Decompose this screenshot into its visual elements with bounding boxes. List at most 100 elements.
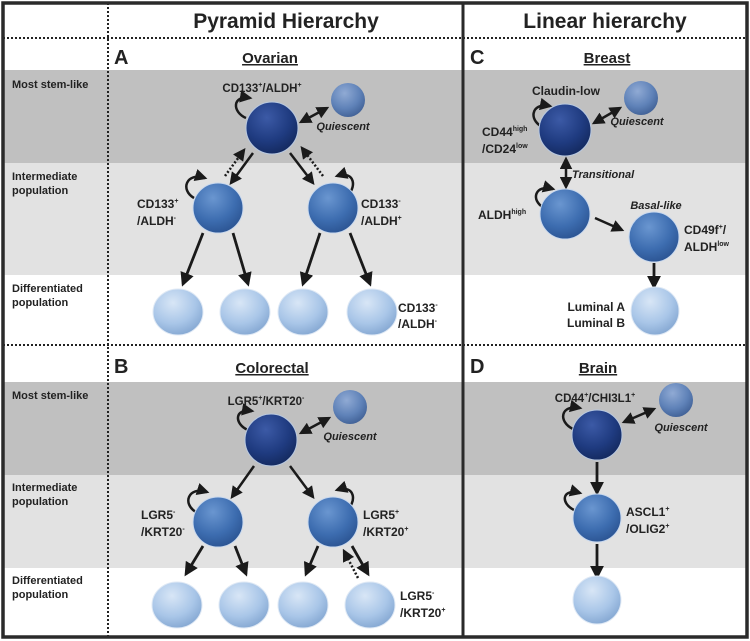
row-label-differentiated-top-2: population <box>12 297 68 309</box>
self-renewal-arrow <box>234 90 253 120</box>
intermediate-right-label-2: /KRT20+ <box>363 525 408 539</box>
differentiated-cell <box>630 286 680 336</box>
row-label-differentiated-bottom-1: Differentiated <box>12 575 83 587</box>
differentiation-arrow <box>289 152 315 185</box>
differentiation-arrow <box>303 545 320 577</box>
intermediate-right-label: CD133- <box>361 197 401 211</box>
quiescent-cell <box>624 81 658 115</box>
stem-label: CD44high <box>482 125 527 139</box>
stem-label-2: /CD24low <box>482 142 528 156</box>
differentiation-arrow <box>233 545 249 577</box>
panel-c-breast: C Breast Claudin-low Quiescent CD44high … <box>470 47 730 336</box>
differentiated-label-2: /ALDH- <box>398 317 438 331</box>
header-linear: Linear hierarchy <box>523 10 687 33</box>
differentiation-arrow <box>180 232 205 287</box>
panel-c-title: Breast <box>584 50 631 67</box>
intermediate-cell <box>572 493 622 543</box>
panel-a-stem-label: CD133+/ALDH+ <box>222 82 301 95</box>
panel-c-letter: C <box>470 47 484 69</box>
dedifferentiation-arrow-dotted <box>223 147 246 177</box>
intermediate-cell-left <box>192 496 244 548</box>
differentiation-arrow <box>231 232 252 287</box>
differentiated-label: CD133- <box>398 301 438 315</box>
band-intermediate-bottom <box>3 475 747 568</box>
differentiated-cell <box>277 581 329 629</box>
claudin-low-label: Claudin-low <box>532 84 601 98</box>
stem-cell <box>571 409 623 461</box>
differentiated-cell <box>344 581 396 629</box>
quiescent-label: Quiescent <box>323 431 378 443</box>
panel-b-title: Colorectal <box>235 360 308 377</box>
intermediate-cell-right <box>307 182 359 234</box>
header-pyramid: Pyramid Hierarchy <box>193 10 379 33</box>
bidirectional-arrow <box>621 407 657 424</box>
differentiated-label-2: /KRT20+ <box>400 606 445 620</box>
self-renewal-arrow <box>563 484 583 512</box>
intermediate-cell-left <box>192 182 244 234</box>
band-stem-top <box>3 70 747 163</box>
differentiation-arrow <box>288 465 315 500</box>
panel-b-letter: B <box>114 356 128 378</box>
bidirectional-arrow <box>298 416 332 435</box>
panel-a-letter: A <box>114 47 128 69</box>
bidirectional-arrow <box>591 106 623 125</box>
stem-cell <box>244 413 298 467</box>
quiescent-label: Quiescent <box>316 121 371 133</box>
row-label-stem-bottom: Most stem-like <box>12 390 88 402</box>
self-renewal-arrow <box>562 399 583 431</box>
row-label-stem-top: Most stem-like <box>12 79 88 91</box>
row-label-intermediate-top-1: Intermediate <box>12 171 77 183</box>
stem-cell <box>538 103 592 157</box>
dedifferentiation-arrow-dotted <box>300 146 324 177</box>
intermediate-left-label: LGR5- <box>141 508 176 522</box>
differentiated-cell <box>277 288 329 336</box>
panel-b-colorectal: B Colorectal LGR5+/KRT20- Quiescent LGR5… <box>114 356 445 629</box>
luminal-b-label: Luminal B <box>567 316 625 330</box>
basal-like-cell <box>628 211 680 263</box>
quiescent-label: Quiescent <box>654 422 709 434</box>
intermediate-cell-right <box>307 496 359 548</box>
quiescent-cell <box>659 383 693 417</box>
intermediate-left-label-2: /ALDH- <box>137 214 177 228</box>
panel-d-letter: D <box>470 356 484 378</box>
luminal-a-label: Luminal A <box>567 300 625 314</box>
differentiated-cell <box>152 288 204 336</box>
differentiated-cell <box>346 288 398 336</box>
differentiation-arrow <box>299 232 322 287</box>
intermediate-label-2: /OLIG2+ <box>626 522 669 536</box>
stem-cell <box>245 101 299 155</box>
row-label-intermediate-top-2: population <box>12 185 68 197</box>
self-renewal-arrow <box>236 403 255 432</box>
transitional-label: Transitional <box>572 169 635 181</box>
quiescent-cell <box>331 83 365 117</box>
differentiation-arrow <box>348 232 373 287</box>
panel-a-title: Ovarian <box>242 50 298 67</box>
quiescent-label: Quiescent <box>610 116 665 128</box>
self-renewal-arrow <box>187 483 210 514</box>
differentiation-arrow <box>230 465 256 500</box>
band-intermediate-top <box>3 163 747 275</box>
basal-label: CD49f+/ <box>684 223 727 237</box>
row-label-differentiated-bottom-2: population <box>12 589 68 601</box>
intermediate-cell <box>539 188 591 240</box>
differentiation-arrow <box>184 545 205 577</box>
basal-like-label: Basal-like <box>630 200 681 212</box>
quiescent-cell <box>333 390 367 424</box>
bidirectional-arrow <box>298 106 330 124</box>
panel-d-stem-label: CD44+/CHI3L1+ <box>555 392 635 405</box>
row-label-intermediate-bottom-1: Intermediate <box>12 482 77 494</box>
aldh-high-label: ALDHhigh <box>478 208 526 222</box>
panel-d-brain: D Brain CD44+/CHI3L1+ Quiescent ASCL1+ /… <box>470 356 709 625</box>
intermediate-left-label: CD133+ <box>137 197 178 211</box>
intermediate-right-label-2: /ALDH+ <box>361 214 402 228</box>
row-label-intermediate-bottom-2: population <box>12 496 68 508</box>
intermediate-label: ASCL1+ <box>626 505 669 519</box>
differentiated-cell <box>572 575 622 625</box>
differentiated-cell <box>151 581 203 629</box>
self-renewal-arrow <box>185 169 208 200</box>
panel-d-title: Brain <box>579 360 617 377</box>
panel-b-stem-label: LGR5+/KRT20- <box>228 395 305 408</box>
intermediate-right-label: LGR5+ <box>363 508 399 522</box>
differentiation-arrow <box>350 545 370 577</box>
